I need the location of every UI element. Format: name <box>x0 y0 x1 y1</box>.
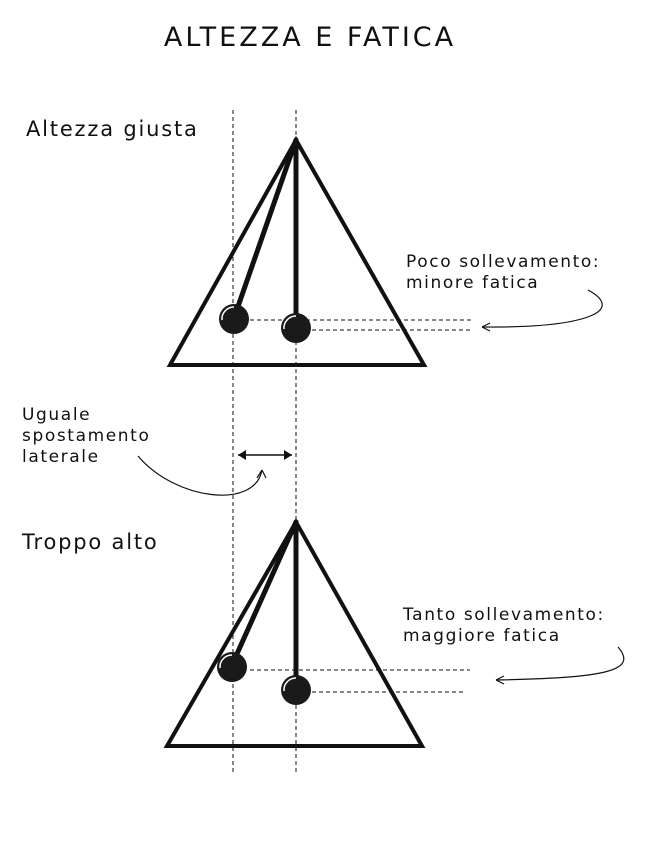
pyramid-too-high <box>163 517 625 748</box>
double-arrow-head-left <box>238 450 246 460</box>
pyramid-correct-height <box>166 135 603 367</box>
note-too-high: Tanto sollevamento: maggiore fatica <box>403 605 605 647</box>
ball-highlight <box>283 677 297 692</box>
pendulum-rod-swung <box>231 137 299 321</box>
section-label-too-high: Troppo alto <box>22 530 159 554</box>
note-lateral-displacement: Uguale spostamento laterale <box>22 405 150 468</box>
arrowhead-center <box>256 469 267 479</box>
note-line: spostamento <box>22 426 151 446</box>
note-line: laterale <box>22 447 100 467</box>
note-line: Tanto sollevamento: <box>403 605 605 625</box>
double-arrow-head-right <box>284 450 292 460</box>
note-line: Uguale <box>22 405 92 425</box>
ball-highlight <box>219 654 233 669</box>
note-line: Poco sollevamento: <box>406 252 601 272</box>
pendulum-ball-swung <box>217 652 247 682</box>
pendulum-ball-swung <box>219 304 249 334</box>
note-correct-height: Poco sollevamento: minore fatica <box>406 252 600 294</box>
arrowhead-top <box>481 322 491 332</box>
page-title: ALTEZZA E FATICA <box>163 22 457 53</box>
pendulum-ball-vertical <box>281 313 311 343</box>
lateral-displacement <box>137 450 292 496</box>
arrowhead-bottom <box>495 675 505 685</box>
note-line: minore fatica <box>406 273 540 293</box>
pointer-curve-center <box>137 455 263 496</box>
section-label-correct-height: Altezza giusta <box>26 117 199 141</box>
note-line: maggiore fatica <box>403 626 561 646</box>
pyramid-outline <box>166 135 428 367</box>
ball-highlight <box>283 315 297 330</box>
pendulum-ball-vertical <box>281 675 311 705</box>
pointer-curve-bottom <box>495 646 625 681</box>
ball-highlight <box>221 306 235 321</box>
pyramid-outline <box>163 517 426 748</box>
pendulum-rod-swung <box>229 519 299 668</box>
pointer-curve-top <box>481 289 603 328</box>
